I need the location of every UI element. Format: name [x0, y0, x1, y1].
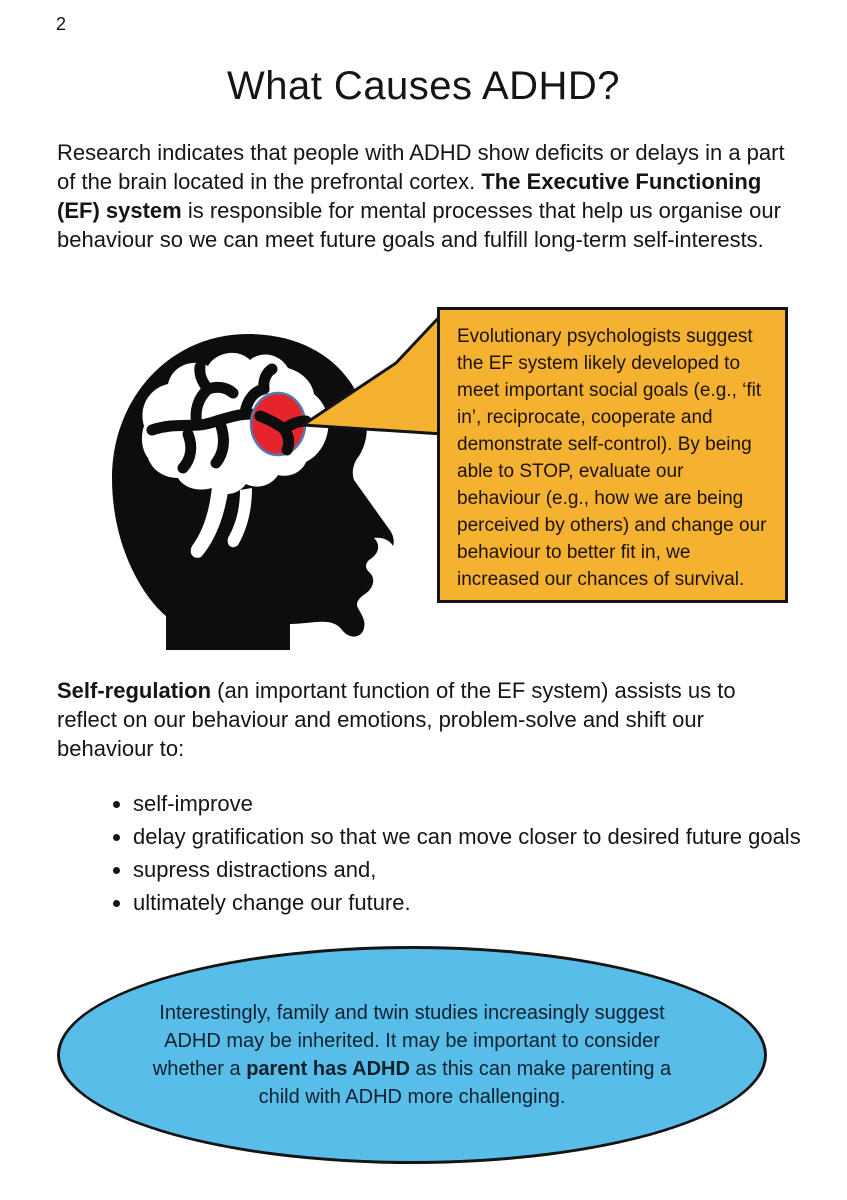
self-regulation-text-after: (an important function of the EF system)… [57, 678, 736, 761]
genetics-text-after: as this can make parenting a child with … [258, 1058, 672, 1108]
page-number: 2 [56, 14, 67, 34]
callout-box: Evolutionary psychologists suggest the E… [437, 307, 788, 603]
intro-text-before: Research indicates that people with ADHD… [57, 140, 785, 194]
genetics-bold-text: parent has ADHD [246, 1058, 410, 1080]
callout-text: Evolutionary psychologists suggest the E… [457, 326, 767, 590]
genetics-callout-ellipse: Interestingly, family and twin studies i… [57, 946, 767, 1164]
page-title: What Causes ADHD? [226, 64, 621, 108]
callout-pointer-shape [301, 311, 445, 436]
genetics-text: Interestingly, family and twin studies i… [147, 999, 677, 1111]
list-item: ultimately change our future. [133, 886, 833, 919]
intro-paragraph: Research indicates that people with ADHD… [57, 138, 792, 254]
brain-stem-left [190, 486, 228, 558]
brain-stem-right [227, 488, 252, 548]
self-regulation-bold-text: Self-regulation [57, 678, 212, 703]
genetics-text-before: Interestingly, family and twin studies i… [152, 1002, 665, 1080]
callout-pointer-icon [301, 311, 445, 436]
list-item: delay gratification so that we can move … [133, 820, 833, 853]
list-item: supress distractions and, [133, 853, 833, 886]
list-item: self-improve [133, 787, 833, 820]
intro-bold-text: The Executive Functioning (EF) system [57, 169, 762, 223]
brain-branches-over-highlight [254, 410, 312, 456]
self-regulation-paragraph: Self-regulation (an important function o… [57, 676, 792, 763]
bullet-list: self-improve delay gratification so that… [57, 787, 833, 919]
intro-text-after: is responsible for mental processes that… [57, 198, 781, 252]
